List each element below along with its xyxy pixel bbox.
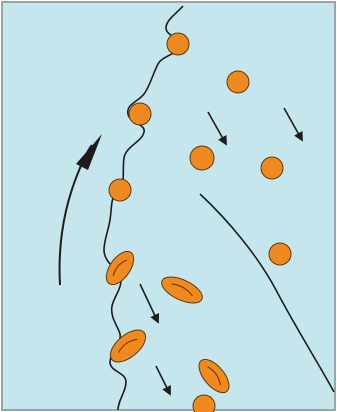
round-cell xyxy=(193,395,215,412)
round-cell xyxy=(269,243,291,265)
round-cell xyxy=(167,33,189,55)
round-cell xyxy=(261,157,283,179)
background-panel xyxy=(2,2,335,410)
round-cell xyxy=(129,103,151,125)
round-cell xyxy=(109,179,131,201)
round-cell xyxy=(190,146,214,170)
round-cell xyxy=(227,71,249,93)
